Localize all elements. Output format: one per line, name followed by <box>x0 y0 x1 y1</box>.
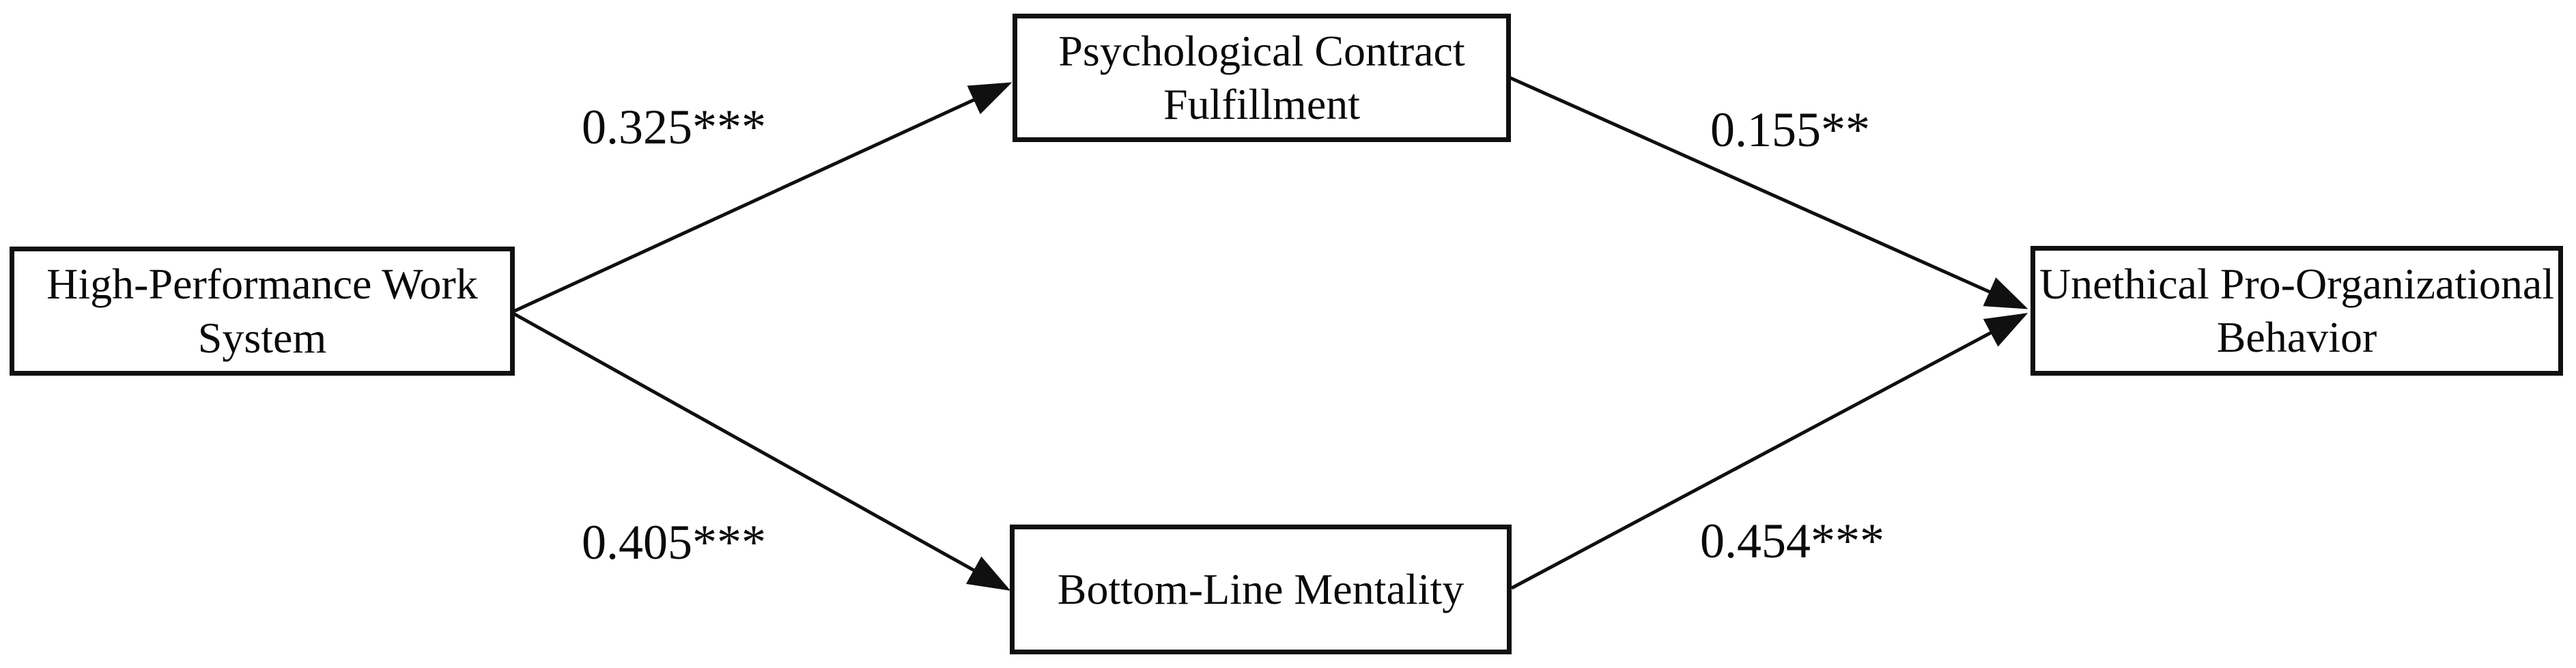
path-coefficient-pcf-upb: 0.155** <box>1710 102 1870 157</box>
path-coefficient-hpws-blm: 0.405*** <box>582 515 766 570</box>
path-coefficient-hpws-pcf: 0.325*** <box>582 100 766 154</box>
arrow-blm-to-upb <box>1510 313 2028 590</box>
node-label-unethical-pro-organizational-behavior: Unethical Pro-Organizational Behavior <box>2039 259 2555 361</box>
node-label-psychological-contract-fulfillment: Psychological Contract Fulfillment <box>1058 26 1465 128</box>
node-label-high-performance-work-system: High-Performance Work System <box>46 260 478 362</box>
node-high-performance-work-system: High-Performance Work System <box>10 247 515 376</box>
path-coefficient-blm-upb: 0.454*** <box>1700 514 1884 568</box>
node-psychological-contract-fulfillment: Psychological Contract Fulfillment <box>1013 14 1511 142</box>
node-label-bottom-line-mentality: Bottom-Line Mentality <box>1057 564 1464 613</box>
node-bottom-line-mentality: Bottom-Line Mentality <box>1010 525 1512 654</box>
arrow-hpws-to-pcf <box>512 82 1013 314</box>
arrow-pcf-to-upb <box>1509 76 2028 309</box>
node-unethical-pro-organizational-behavior: Unethical Pro-Organizational Behavior <box>2030 246 2563 376</box>
arrow-hpws-to-blm <box>512 311 1011 591</box>
